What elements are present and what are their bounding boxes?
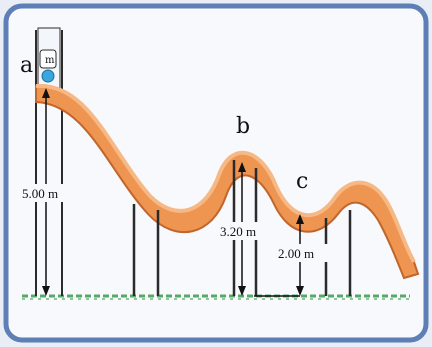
height-a-label: 5.00 m xyxy=(22,186,58,201)
point-b-label: b xyxy=(236,114,250,139)
diagram-frame xyxy=(3,3,429,343)
height-c-bg xyxy=(276,244,328,262)
coaster-track xyxy=(35,83,420,280)
point-c-label: c xyxy=(296,169,308,194)
car-mass-label: m xyxy=(45,55,55,66)
ground xyxy=(22,294,410,300)
height-c-label: 2.00 m xyxy=(278,246,314,261)
point-a-label: a xyxy=(20,53,33,78)
height-b-label: 3.20 m xyxy=(220,224,256,239)
height-a-bg xyxy=(20,184,76,202)
coaster-car: m xyxy=(39,49,57,83)
height-b-bg xyxy=(218,222,270,240)
